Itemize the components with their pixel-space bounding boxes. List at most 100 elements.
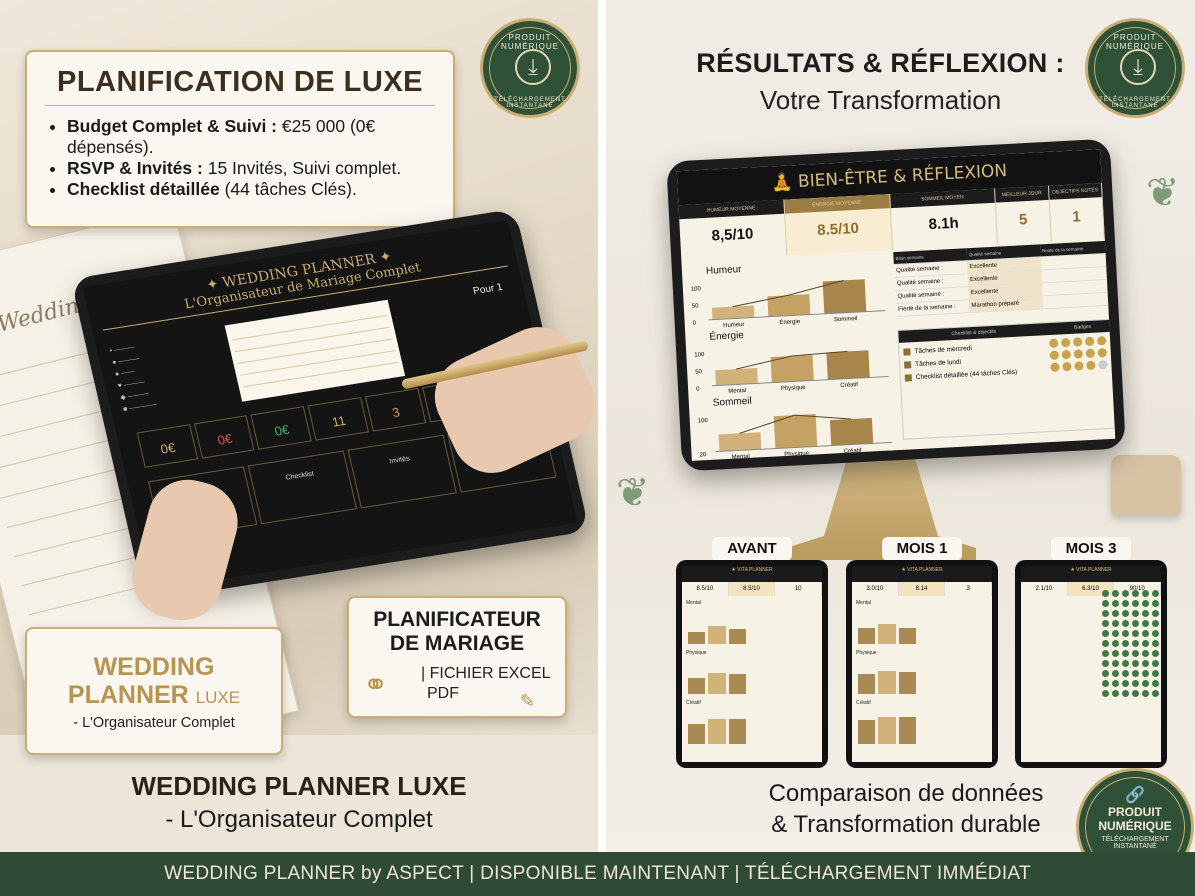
x-axis [711,375,889,387]
digital-product-badge: PRODUIT NUMÉRIQUE ⤓ TÉLÉCHARGEMENT INSTA… [1085,18,1185,118]
footer-banner: WEDDING PLANNER by ASPECT | DISPONIBLE M… [0,852,1195,896]
bar [822,279,867,314]
stat: 3 [364,388,426,432]
pencil-icon: ✎ [519,691,535,711]
planner-format-box: PLANIFICATEUR DE MARIAGE ⚭ | FICHIER EXC… [347,596,567,718]
y-tick: 100 [698,418,709,425]
bar [711,305,755,320]
eucalyptus-decoration: ❦ [1146,171,1180,215]
kpi: Sommeil moyen8.1h [889,188,999,251]
habit-dots [1102,590,1159,697]
stage-kpi: 3.0/10 [852,582,899,596]
coin-badge-icon [1048,338,1059,349]
badge-coins [1048,336,1115,372]
coin-badge-icon [1060,337,1071,348]
bottom-title: WEDDING PLANNER LUXE [131,771,467,801]
coin-badge-icon [1062,361,1072,372]
digital-product-badge: PRODUIT NUMÉRIQUE ⤓ TÉLÉCHARGEMENT INSTA… [480,18,580,118]
x-tick: Humeur [723,322,745,329]
coin-badge-icon [1074,361,1084,371]
stage-kpi: 90/10 [1114,582,1161,596]
checklist-item[interactable]: Tâches de lundi [903,354,1044,369]
stage-kpi: 8.5/10 [728,582,776,596]
coin-badge-icon [1085,348,1096,359]
digital-product-badge-bottom: 🔗 PRODUIT NUMÉRIQUE TÉLÉCHARGEMENT INSTA… [1076,768,1194,852]
x-axis [715,441,893,453]
download-icon: ⤓ [515,49,551,85]
coin-badge-icon [1086,360,1096,371]
card-guests[interactable]: Invités [347,434,457,509]
kpi: Objectifs notés1 [1048,183,1105,242]
comparison-caption: Comparaison de données & Transformation … [768,780,1044,838]
x-tick: Physique [784,451,810,458]
bar [767,294,811,317]
mini-bar-chart [852,662,922,696]
coin-badge-icon [1098,360,1108,370]
bar [715,368,758,386]
checkbox-icon [903,348,911,356]
coin-badge-icon [1061,349,1072,360]
features-title: PLANIFICATION DE LUXE [45,66,435,106]
y-tick: 100 [691,286,702,293]
eucalyptus-decoration: ❦ [616,471,650,515]
feature-item: Budget Complet & Suivi : €25 000 (0€ dép… [67,116,435,158]
results-heading: RÉSULTATS & RÉFLEXION : Votre Transforma… [696,48,1065,115]
right-panel: RÉSULTATS & RÉFLEXION : Votre Transforma… [606,0,1195,852]
x-axis [708,310,886,321]
stage-label: MOIS 3 [1051,537,1131,561]
ring-box [1111,455,1181,515]
checklist-item[interactable]: Checklist détaillée (44 tâches Clés) [904,367,1045,382]
bar [718,432,762,452]
mini-bar-chart [852,712,922,746]
kpi: Énergie moyenne8.5/10 [784,194,893,256]
y-tick: 0 [696,386,700,392]
y-tick: 50 [695,369,703,375]
mini-bar-chart [682,662,752,696]
trend-line [732,279,844,308]
stat: 0€ [250,406,312,450]
coin-badge-icon [1073,349,1084,359]
stat: 0€ [193,415,255,459]
brand-box: WEDDING PLANNER LUXE - L'Organisateur Co… [25,627,283,755]
x-tick: Physique [781,385,807,392]
stat: 11 [307,397,369,441]
y-tick: 50 [692,303,700,309]
y-tick: 0 [693,320,697,326]
coin-badge-icon [1050,362,1060,372]
features-box: PLANIFICATION DE LUXE Budget Complet & S… [25,50,455,228]
x-tick: Créatif [844,448,862,455]
x-tick: Mental [728,388,746,395]
tablet-sidebar: ▪ ―――● ―――● ――♥ ―――◆ ―――■ ―――― [108,343,158,414]
stage-kpi: 8.5/10 [682,582,729,596]
x-tick: Créatif [840,382,858,389]
notes-card [224,299,406,402]
rings-icon: ⚭ [363,669,389,702]
checklist-item[interactable]: Tâches de mercredi [903,341,1043,356]
stage-kpi: 8.14 [898,582,946,596]
trend-line [739,414,851,434]
y-tick: 20 [699,452,707,458]
coin-badge-icon [1097,348,1108,358]
mini-bar-chart [852,612,922,646]
coin-badge-icon [1049,350,1060,361]
kpi: Humeur moyenne8,5/10 [678,199,788,262]
kpi: Meilleur jour5 [995,185,1052,245]
wellbeing-tablet: 🧘 BIEN-ÊTRE & RÉFLEXION Humeur moyenne8,… [666,138,1126,472]
feature-item: Checklist détaillée (44 tâches Clés). [67,179,435,200]
card-checklist[interactable]: Checklist [247,450,358,525]
coin-badge-icon [1096,336,1107,346]
stage-kpi: 2.1/10 [1021,582,1068,596]
mini-bar-chart [682,612,752,646]
bar [773,414,818,449]
features-list: Budget Complet & Suivi : €25 000 (0€ dép… [45,116,435,200]
x-tick: Sommeil [834,316,858,323]
stat: 0€ [136,424,198,468]
